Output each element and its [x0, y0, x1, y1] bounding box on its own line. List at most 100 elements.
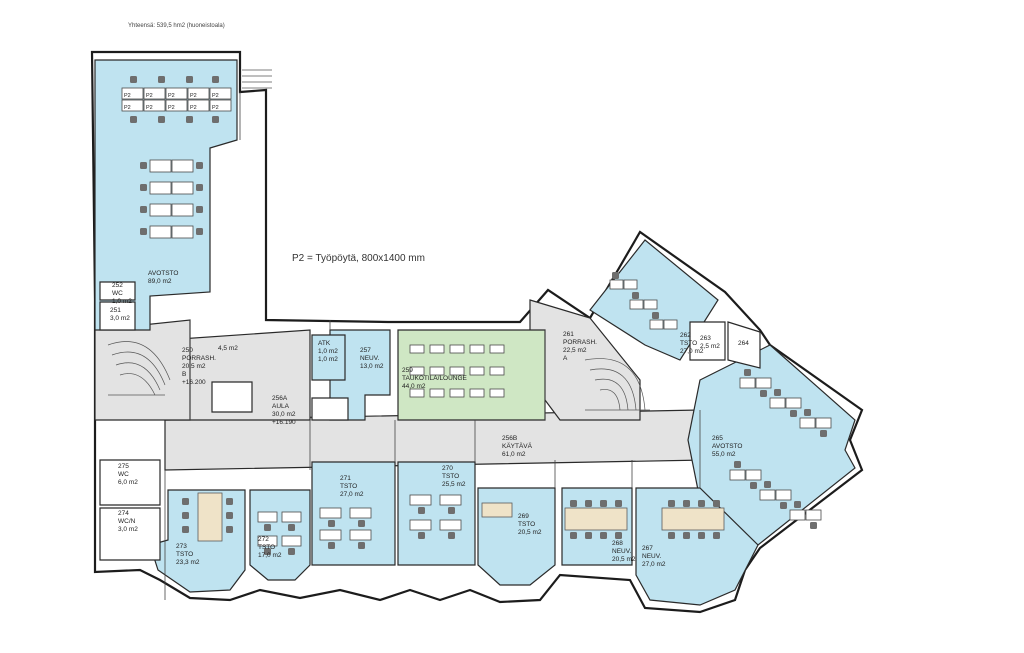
lounge-table — [409, 366, 425, 376]
area-total-header: Yhteensä: 539,5 hm2 (huoneistoala) — [128, 23, 225, 29]
room-label-256B: 61,0 m2 — [502, 451, 526, 458]
room-label-268: 268 — [612, 540, 623, 547]
office-chair — [328, 542, 335, 549]
office-chair — [158, 116, 165, 123]
workstation-desk — [171, 159, 194, 173]
office-chair — [734, 461, 741, 468]
workstation-desk — [143, 99, 166, 112]
room-label-252: WC — [112, 290, 123, 297]
workstation-desk — [439, 519, 462, 531]
office-chair — [418, 532, 425, 539]
room-label-250: B — [182, 371, 186, 378]
office-chair — [615, 500, 622, 507]
lounge-table — [489, 366, 505, 376]
office-chair — [212, 116, 219, 123]
desk-tag: P2 — [146, 105, 153, 111]
office-chair — [612, 272, 619, 279]
room-wc-252 — [99, 281, 136, 301]
office-chair — [418, 507, 425, 514]
lounge-table — [469, 344, 485, 354]
office-chair — [130, 116, 137, 123]
shaft-center — [211, 381, 253, 413]
workstation-desk — [785, 397, 802, 409]
room-label-257: 257 — [360, 347, 371, 354]
room-label-250: 20,5 m2 — [182, 363, 206, 370]
workstation-desk — [165, 99, 188, 112]
workstation-desk — [187, 87, 210, 100]
room-label-273: 273 — [176, 543, 187, 550]
office-chair — [186, 76, 193, 83]
room-label-261: PORRASH. — [563, 339, 597, 346]
lounge-table — [489, 344, 505, 354]
office-chair — [570, 500, 577, 507]
office-chair — [328, 520, 335, 527]
room-label-avotsto-left: 89,0 m2 — [148, 278, 172, 285]
room-label-274: 274 — [118, 510, 129, 517]
office-chair — [186, 116, 193, 123]
room-label-271: 271 — [340, 475, 351, 482]
office-chair — [668, 500, 675, 507]
room-label-265: 265 — [712, 435, 723, 442]
workstation-desk — [439, 494, 462, 506]
office-chair — [212, 76, 219, 83]
room-label-263: 2,5 m2 — [700, 343, 720, 350]
room-label-265: AVOTSTO — [712, 443, 742, 450]
lounge-table — [489, 388, 505, 398]
workstation-desk — [121, 87, 144, 100]
lounge-table — [409, 344, 425, 354]
room-label-250: 250 — [182, 347, 193, 354]
room-label-251: 3,0 m2 — [110, 315, 130, 322]
desk-tag: P2 — [212, 93, 219, 99]
workstation-desk — [643, 299, 658, 310]
workstation-desk — [775, 489, 792, 501]
office-chair — [196, 228, 203, 235]
office-chair — [810, 522, 817, 529]
inner-wall-lines — [164, 92, 701, 600]
room-label-275: 6,0 m2 — [118, 479, 138, 486]
office-chair — [196, 184, 203, 191]
room-label-273: TSTO — [176, 551, 193, 558]
workstation-desk — [171, 203, 194, 217]
workstation-desk — [649, 319, 664, 330]
workstation-desk — [143, 87, 166, 100]
room-265 — [687, 344, 856, 546]
desk-tag: P2 — [212, 105, 219, 111]
room-label-267: 267 — [642, 545, 653, 552]
office-chair — [632, 292, 639, 299]
workstation-desk — [281, 535, 302, 547]
room-label-269: 20,5 m2 — [518, 529, 542, 536]
room-label-272: 17,0 m2 — [258, 552, 282, 559]
lounge-table — [429, 366, 445, 376]
workstation-desk — [149, 225, 172, 239]
office-chair — [774, 389, 781, 396]
room-label-274: WC/N — [118, 518, 136, 525]
office-chair — [764, 481, 771, 488]
office-chair — [264, 548, 271, 555]
stair-hall-250 — [94, 319, 191, 421]
lounge-table — [429, 344, 445, 354]
room-label-273: 23,3 m2 — [176, 559, 200, 566]
room-label-256B: KÄYTÄVÄ — [502, 442, 533, 450]
room-label-275: 275 — [118, 463, 129, 470]
room-label-256B: 256B — [502, 435, 517, 442]
office-chair — [182, 526, 189, 533]
meeting-table — [481, 502, 513, 518]
workstation-desk — [629, 299, 644, 310]
room-label-256A: 30,0 m2 — [272, 411, 296, 418]
office-chair — [713, 500, 720, 507]
office-chair — [288, 524, 295, 531]
room-270 — [397, 461, 476, 566]
room-269 — [477, 487, 556, 586]
room-label-263: 263 — [700, 335, 711, 342]
office-chair — [780, 502, 787, 509]
room-label-269: TSTO — [518, 521, 535, 528]
workstation-desk — [799, 417, 816, 429]
room-label-atk: ATK — [318, 340, 331, 347]
workstation-desk — [257, 511, 278, 523]
lounge-table — [449, 344, 465, 354]
workstation-desk — [149, 159, 172, 173]
room-label-252: 252 — [112, 282, 123, 289]
workstation-desk — [789, 509, 806, 521]
room-label-avotsto-left: AVOTSTO — [148, 270, 178, 277]
